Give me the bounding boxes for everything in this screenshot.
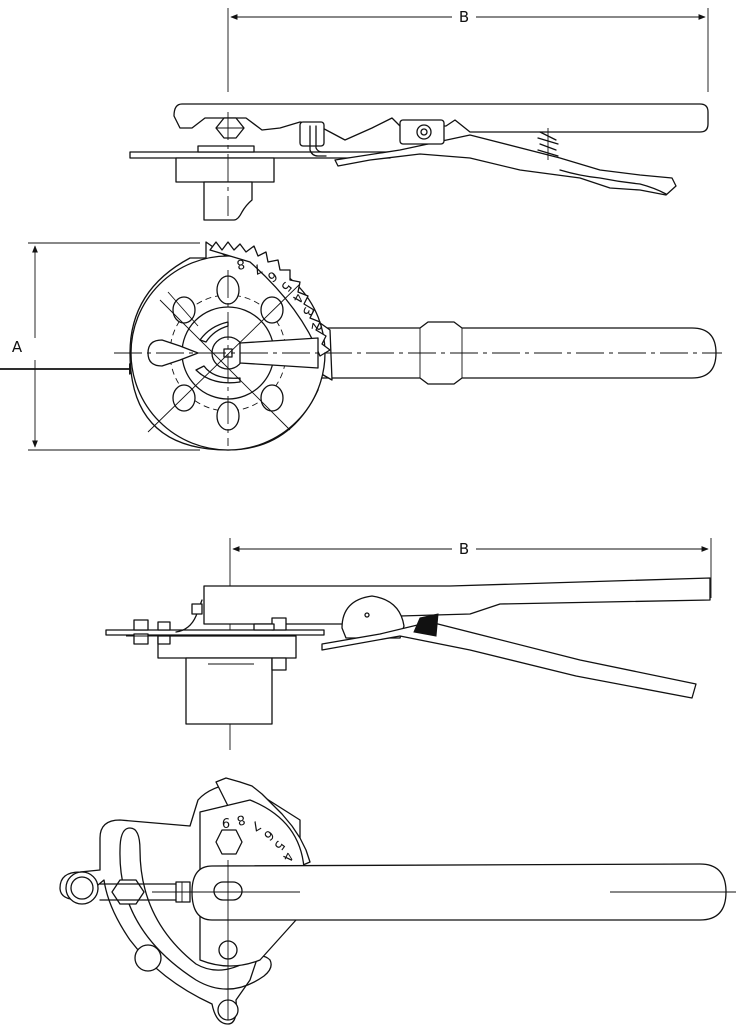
dimension-b-label: B — [459, 8, 469, 26]
bottom-plan-view: 9 8 7 6 5 4 — [59, 777, 736, 1025]
bottom-side-view: B — [105, 538, 712, 750]
scale-number: 9 — [222, 814, 230, 829]
top-plan-view: A — [0, 241, 722, 451]
scale-number: 8 — [235, 255, 246, 271]
scale-number: 8 — [235, 811, 247, 828]
dimension-b-label: B — [459, 540, 469, 558]
top-side-view: B — [129, 8, 709, 221]
dimension-b-top: B — [227, 8, 709, 92]
dimension-a-label: A — [12, 338, 23, 356]
dimension-a: A — [0, 242, 200, 451]
scale-number: 2 — [307, 321, 323, 332]
